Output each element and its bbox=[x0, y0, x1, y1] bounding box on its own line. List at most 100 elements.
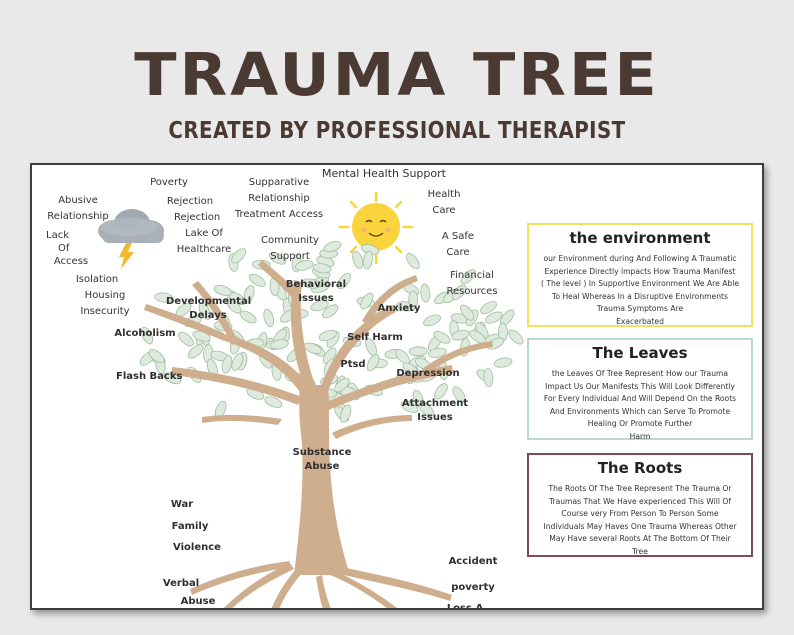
label-lack-of-access: Lack Of Access bbox=[46, 229, 96, 268]
text-line: Impact Us Our Manifests This Will Look D… bbox=[545, 381, 735, 391]
storm-cloud-icon bbox=[98, 209, 164, 243]
label-line: Developmental bbox=[166, 296, 252, 307]
leaf bbox=[198, 302, 211, 320]
leaf bbox=[334, 377, 350, 393]
label-line: Delays bbox=[189, 310, 227, 321]
leaf bbox=[322, 304, 339, 319]
leaf bbox=[485, 311, 503, 324]
roots-title: The Roots bbox=[597, 459, 683, 477]
leaf bbox=[405, 253, 420, 270]
label-poverty: Poverty bbox=[150, 177, 188, 188]
label-alcoholism: Alcoholism bbox=[114, 328, 176, 339]
text-line: our Environment during And Following A T… bbox=[543, 254, 737, 263]
label-ptsd: Ptsd bbox=[340, 359, 366, 370]
label-developmental-delays: Developmental Delays bbox=[166, 295, 252, 323]
label-line: Lack bbox=[46, 230, 69, 241]
leaves-title: The Leaves bbox=[592, 344, 688, 362]
environment-text: our Environment during And Following A T… bbox=[535, 253, 745, 328]
environment-title: the environment bbox=[569, 229, 711, 247]
label-line: Abusive bbox=[58, 195, 98, 206]
leaf bbox=[469, 329, 486, 344]
tree-illustration bbox=[139, 241, 524, 608]
label-line: Health bbox=[427, 189, 461, 200]
text-line: The Roots Of The Tree Represent The Trau… bbox=[548, 484, 732, 493]
leaf bbox=[322, 347, 337, 364]
leaf bbox=[248, 273, 266, 287]
label-lake-of-healthcare: Lake Of Healthcare bbox=[170, 226, 238, 258]
leaf bbox=[231, 353, 244, 371]
label-attachment-issues: Attachment Issues bbox=[400, 397, 470, 425]
leaf bbox=[480, 301, 497, 315]
leaf bbox=[360, 292, 374, 310]
text-line: Individuals May Haves One Trauma Whereas… bbox=[543, 521, 737, 531]
label-line: Relationship bbox=[248, 193, 310, 204]
label-housing-insecurity: Housing Insecurity bbox=[76, 288, 134, 320]
text-line: May Have several Roots At The Bottom Of … bbox=[549, 534, 731, 543]
leaf bbox=[433, 331, 451, 344]
label-line: Abuse bbox=[304, 461, 340, 472]
leaf bbox=[270, 339, 289, 350]
leaf bbox=[400, 400, 419, 413]
label-line: Lake Of bbox=[185, 228, 223, 239]
leaf bbox=[493, 357, 513, 368]
label-line: Relationship bbox=[47, 211, 109, 222]
leaf bbox=[434, 383, 448, 400]
text-line: And Environments Which can Serve To Prom… bbox=[549, 406, 731, 416]
text-line: ( The level ) In Supportive Environment … bbox=[540, 279, 740, 288]
leaf bbox=[141, 326, 154, 345]
label-line: Resources bbox=[446, 286, 498, 297]
leaf bbox=[428, 347, 447, 358]
text-line: the Leaves Of Tree Represent How our Tra… bbox=[551, 369, 729, 378]
label-isolation: Isolation bbox=[75, 274, 119, 285]
label-line: Attachment bbox=[401, 398, 469, 409]
label-line: Rejection bbox=[166, 196, 214, 207]
leaf bbox=[366, 354, 380, 372]
sun-icon bbox=[338, 191, 414, 265]
roots-text: The Roots Of The Tree Represent The Trau… bbox=[535, 483, 745, 558]
text-line: Harm bbox=[629, 431, 651, 441]
text-line: For Every Individual And Will Depend On … bbox=[543, 394, 737, 403]
leaves-box: The Leaves the Leaves Of Tree Represent … bbox=[527, 338, 753, 441]
leaf bbox=[408, 290, 419, 310]
label-health-care: Health Care bbox=[422, 187, 466, 219]
label-mental-health-support: Mental Health Support bbox=[322, 167, 446, 180]
label-depression: Depression bbox=[396, 368, 460, 379]
leaf bbox=[418, 402, 435, 417]
infographic-card: Abusive Relationship Poverty Rejection R… bbox=[30, 163, 764, 610]
label-line: Insecurity bbox=[80, 306, 130, 317]
label-line: Issues bbox=[298, 293, 334, 304]
leaf bbox=[231, 248, 247, 264]
text-line: Trauma Symptoms Are bbox=[596, 304, 684, 313]
label-line: Care bbox=[446, 247, 470, 258]
label-line: A Safe bbox=[441, 231, 475, 242]
label-line: Community bbox=[261, 235, 319, 246]
label-line: Of bbox=[58, 243, 70, 254]
lightning-icon bbox=[119, 243, 134, 269]
leaf bbox=[420, 283, 431, 303]
leaf bbox=[264, 396, 283, 408]
text-line: Tree bbox=[632, 546, 648, 556]
leaf bbox=[352, 250, 364, 269]
label-line: Substance bbox=[292, 447, 352, 458]
leaf bbox=[221, 355, 233, 374]
leaf bbox=[323, 241, 342, 253]
label-anxiety: Anxiety bbox=[377, 303, 421, 314]
label-poverty-root: poverty bbox=[451, 582, 495, 593]
text-line: To Heal Whereas In a Disruptive Environm… bbox=[552, 291, 728, 301]
leaf bbox=[337, 272, 351, 290]
leaf bbox=[312, 263, 332, 274]
leaf bbox=[178, 331, 194, 347]
label-accident: Accident bbox=[448, 556, 498, 567]
leaf bbox=[451, 284, 467, 301]
leaf bbox=[452, 386, 466, 404]
environment-box: the environment our Environment during A… bbox=[527, 223, 753, 327]
label-line: Supparative bbox=[248, 177, 310, 188]
leaf bbox=[508, 329, 524, 345]
label-community-support: Community Support bbox=[260, 233, 320, 265]
label-supparative-relationship: Supparative Relationship Treatment Acces… bbox=[234, 175, 324, 223]
label-financial-resources: Financial Resources bbox=[444, 268, 500, 300]
leaf bbox=[301, 278, 321, 289]
leaf bbox=[460, 269, 476, 284]
leaf bbox=[243, 284, 255, 304]
leaf bbox=[460, 304, 475, 321]
